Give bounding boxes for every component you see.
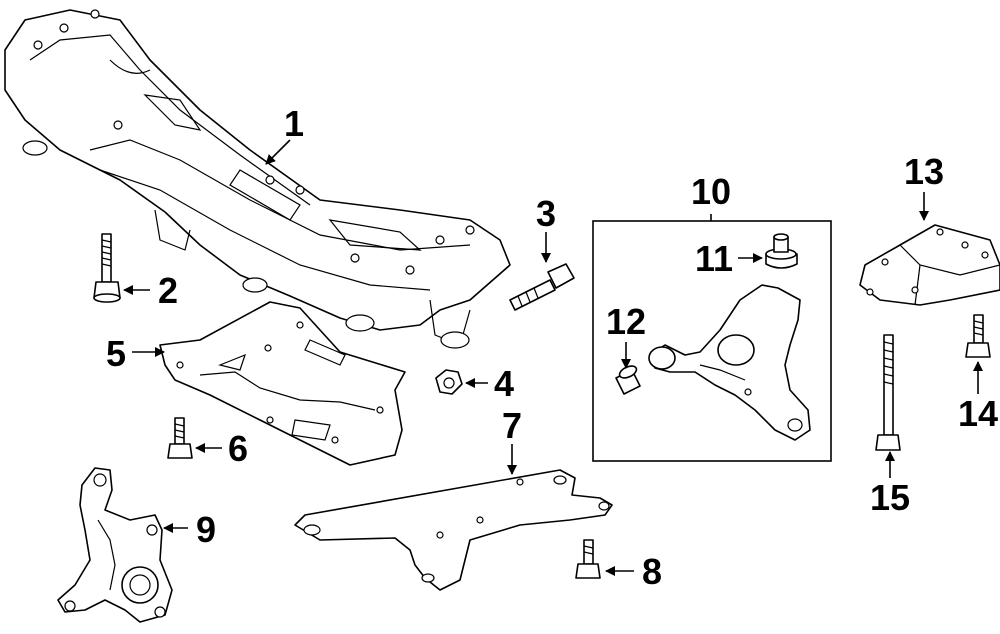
callout-13: 13 [904, 151, 944, 192]
knuckle-9 [57, 467, 173, 623]
callout-5: 5 [106, 333, 126, 374]
control-arm-group-box [592, 220, 832, 462]
bolt-8 [575, 539, 601, 579]
stud-15 [875, 334, 901, 451]
callout-6: 6 [228, 428, 248, 469]
callout-9: 9 [196, 509, 216, 550]
crossmember [4, 9, 511, 349]
cover-plate-5 [159, 301, 406, 466]
callout-3: 3 [536, 193, 556, 234]
callout-10: 10 [691, 171, 731, 212]
bolt-6 [167, 417, 193, 459]
bolt-3 [509, 263, 575, 311]
bracket-plate-7 [294, 469, 613, 591]
callout-1: 1 [284, 103, 304, 144]
leader-lines [123, 139, 983, 576]
callout-8: 8 [642, 551, 662, 592]
callout-11: 11 [695, 238, 733, 279]
callout-2: 2 [158, 270, 178, 311]
bolt-2 [93, 233, 121, 303]
callout-14: 14 [958, 393, 998, 434]
bushing-12 [615, 365, 641, 395]
bolt-14 [965, 314, 991, 358]
callout-labels: 1 2 3 4 5 6 7 8 9 10 11 12 13 14 15 [106, 103, 998, 592]
nut-4 [435, 369, 463, 395]
mount-bracket-13 [859, 224, 1000, 306]
control-arm [648, 284, 811, 441]
callout-12: 12 [606, 301, 646, 342]
callout-4: 4 [494, 363, 514, 404]
callout-15: 15 [870, 477, 910, 518]
bushing-11 [765, 233, 798, 269]
callout-7: 7 [502, 405, 522, 446]
